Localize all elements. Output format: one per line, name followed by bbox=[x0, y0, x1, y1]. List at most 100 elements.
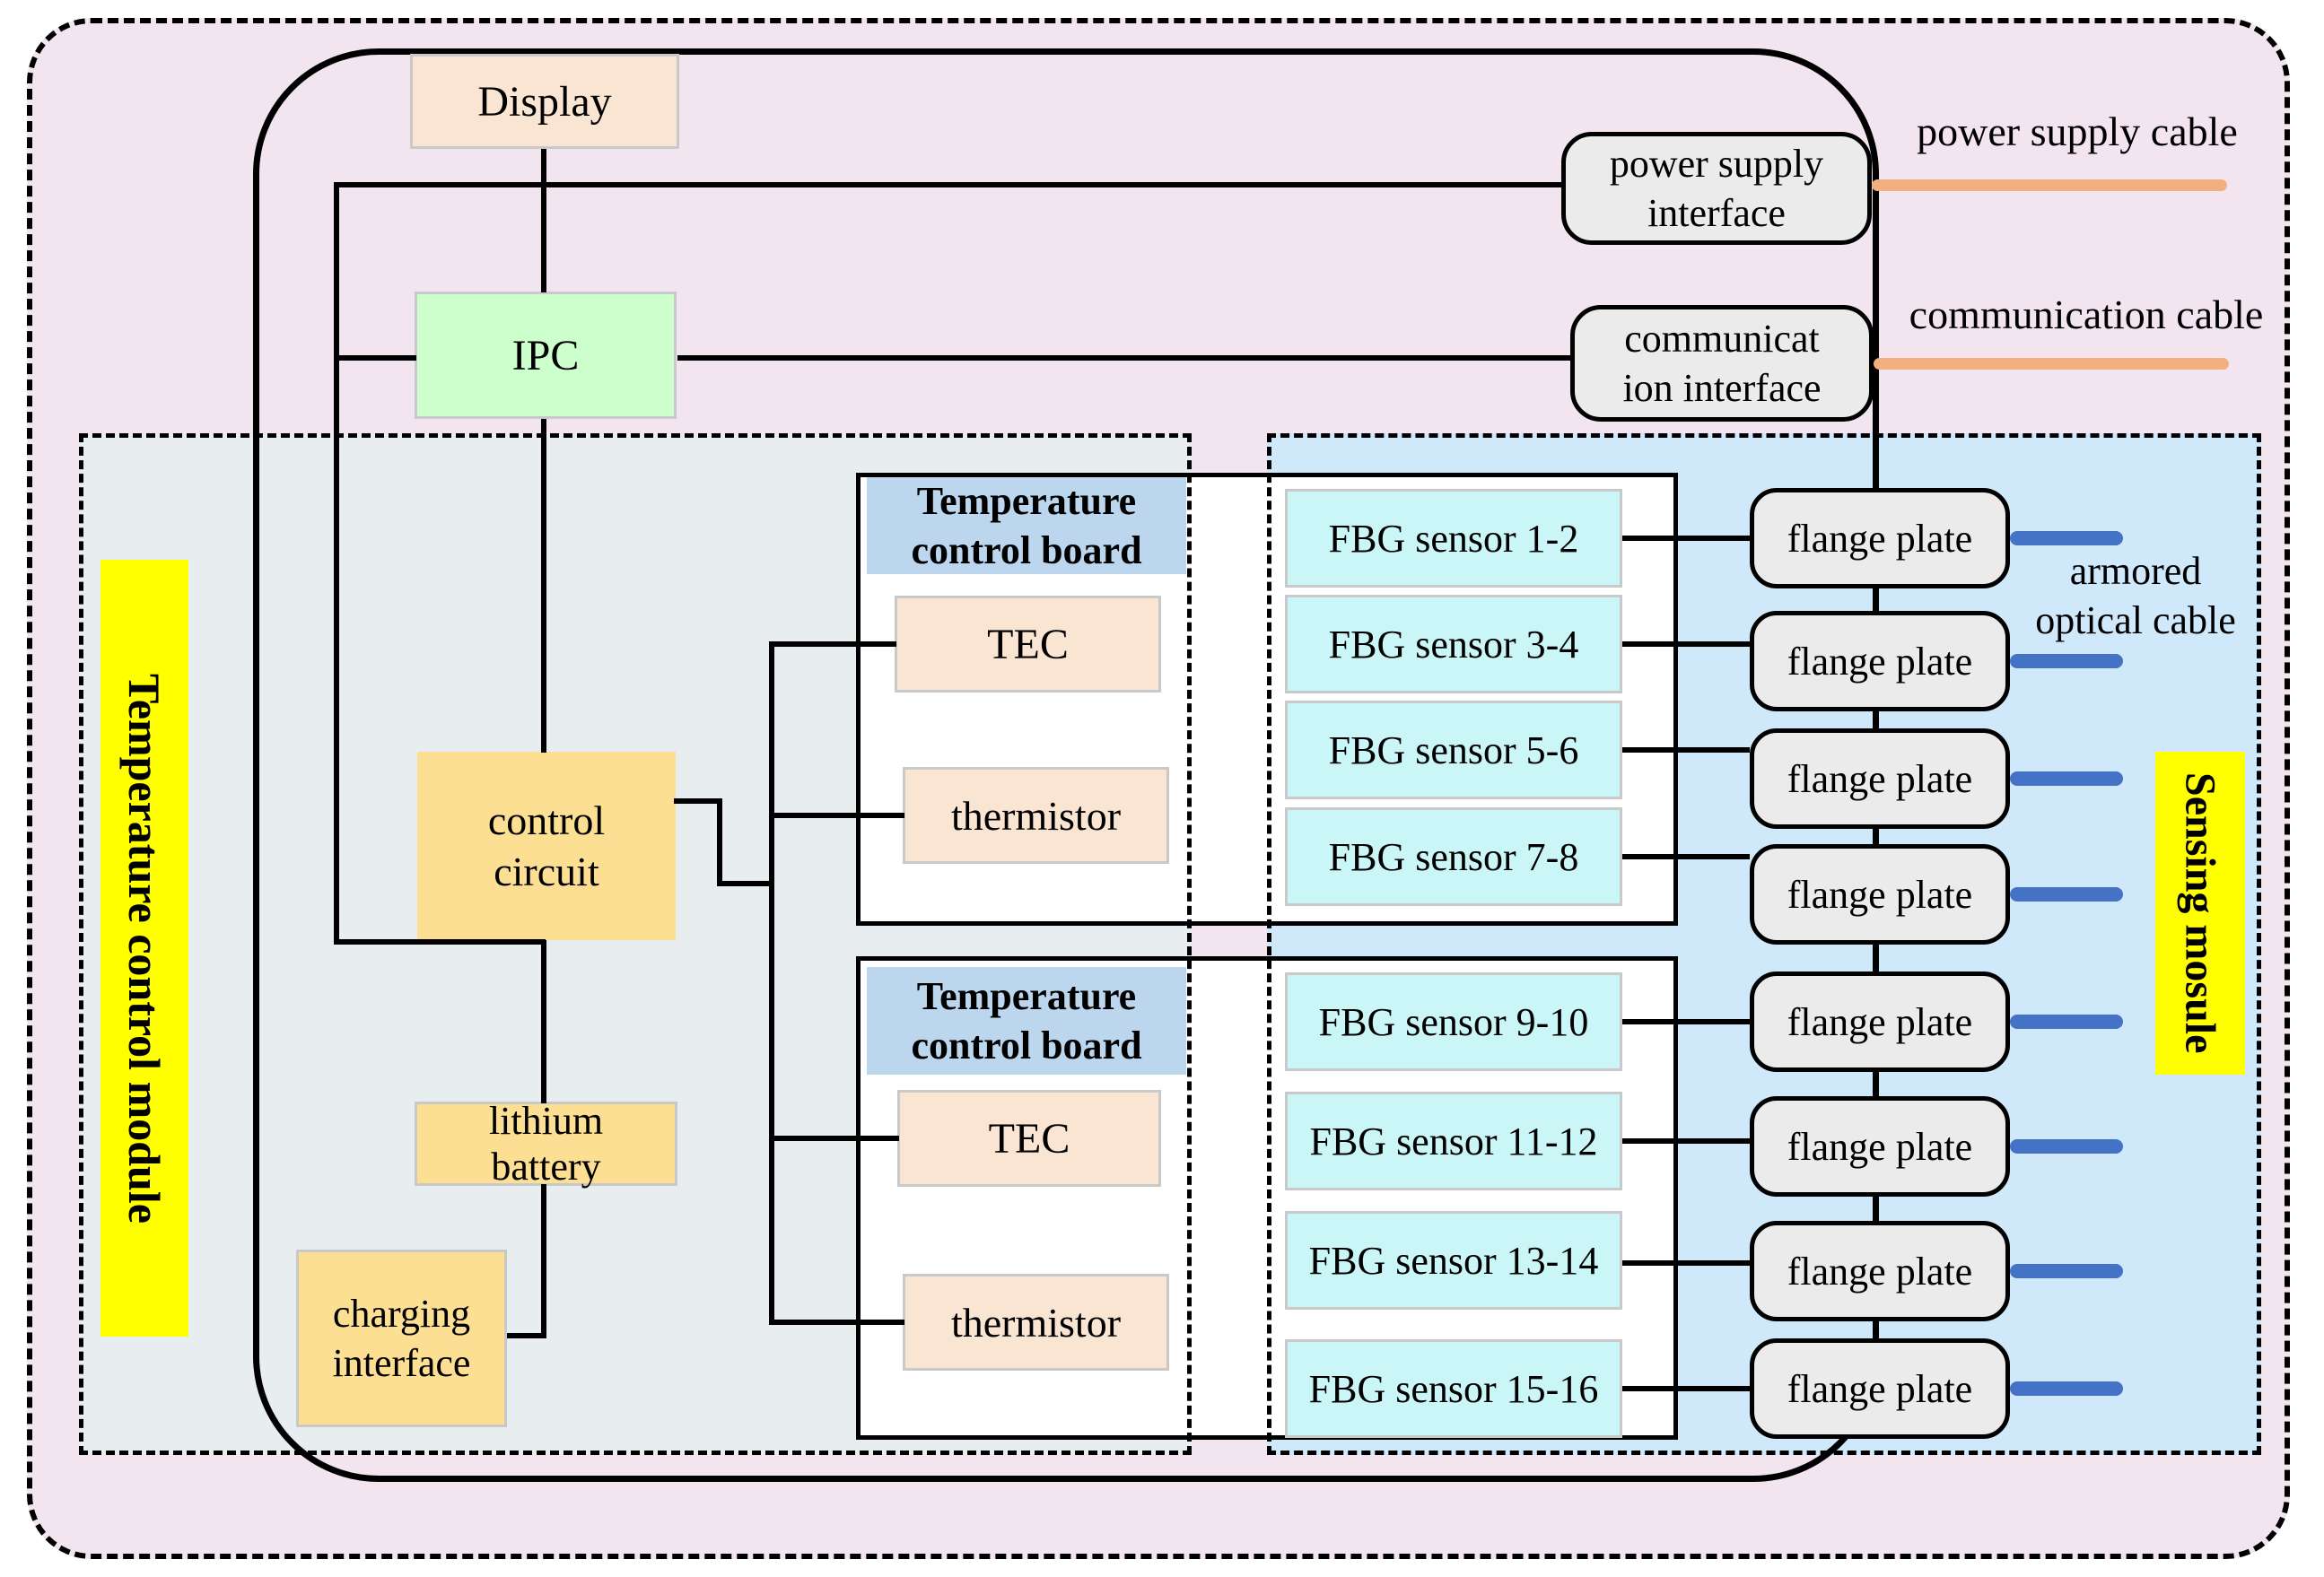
armored-optical-cable-text: armored optical cable bbox=[2035, 549, 2236, 642]
fbg-15-16-label: FBG sensor 15-16 bbox=[1308, 1366, 1599, 1411]
board1-title: Temperature control board bbox=[867, 477, 1186, 574]
connector-fbg5-flange bbox=[1622, 1019, 1750, 1024]
ipc-node: IPC bbox=[415, 292, 677, 419]
communication-cable-text: communication cable bbox=[1909, 291, 2264, 337]
board1-thermistor-label: thermistor bbox=[950, 792, 1122, 839]
flange-plate-7: flange plate bbox=[1750, 1221, 2010, 1321]
connector-branch-tec1 bbox=[769, 641, 896, 647]
armored-cable-stub-8 bbox=[2010, 1381, 2123, 1396]
power-supply-cable-text: power supply cable bbox=[1917, 108, 2238, 154]
connector-display-ipc bbox=[541, 149, 546, 292]
connector-fbg3-flange bbox=[1622, 747, 1750, 753]
power-supply-interface-node: power supply interface bbox=[1561, 132, 1872, 245]
display-label: Display bbox=[477, 77, 612, 126]
fbg-sensor-9-10: FBG sensor 9-10 bbox=[1285, 972, 1622, 1071]
flange-4-label: flange plate bbox=[1787, 872, 1973, 917]
armored-cable-stub-7 bbox=[2010, 1264, 2123, 1278]
flange-7-label: flange plate bbox=[1787, 1249, 1973, 1294]
power-supply-interface-label: power supply interface bbox=[1609, 142, 1824, 235]
connector-fbg1-flange bbox=[1622, 536, 1750, 541]
connector-branch-thermistor2 bbox=[769, 1320, 904, 1325]
fbg-5-6-label: FBG sensor 5-6 bbox=[1328, 728, 1579, 772]
armored-cable-stub-1 bbox=[2010, 531, 2123, 545]
fbg-13-14-label: FBG sensor 13-14 bbox=[1308, 1238, 1599, 1283]
temperature-module-label-text: Temperature control module bbox=[119, 673, 170, 1224]
fbg-9-10-label: FBG sensor 9-10 bbox=[1318, 999, 1589, 1044]
board2-title-text: Temperature control board bbox=[911, 974, 1142, 1067]
connector-charging-elbow bbox=[507, 1333, 543, 1338]
fbg-11-12-label: FBG sensor 11-12 bbox=[1309, 1119, 1598, 1163]
connector-ipc-communication bbox=[677, 355, 1570, 361]
connector-battery-down bbox=[541, 1184, 546, 1338]
flange-plate-5: flange plate bbox=[1750, 971, 2010, 1072]
board1-thermistor-node: thermistor bbox=[903, 767, 1169, 864]
flange-plate-6: flange plate bbox=[1750, 1096, 2010, 1197]
communication-cable-line bbox=[1874, 358, 2229, 370]
armored-cable-stub-4 bbox=[2010, 887, 2123, 902]
connector-fbg2-flange bbox=[1622, 641, 1750, 647]
connector-branch-tec2 bbox=[769, 1136, 899, 1141]
flange-plate-2: flange plate bbox=[1750, 611, 2010, 711]
power-supply-cable-label: power supply cable bbox=[1893, 106, 2261, 156]
flange-plate-1: flange plate bbox=[1750, 488, 2010, 588]
flange-8-label: flange plate bbox=[1787, 1366, 1973, 1411]
connector-left-bus-vertical bbox=[334, 182, 339, 945]
connector-power-interface-horizontal bbox=[334, 182, 1561, 187]
flange-plate-8: flange plate bbox=[1750, 1338, 2010, 1439]
board2-title: Temperature control board bbox=[867, 967, 1186, 1075]
armored-cable-stub-6 bbox=[2010, 1139, 2123, 1154]
fbg-1-2-label: FBG sensor 1-2 bbox=[1328, 516, 1579, 561]
control-circuit-node: control circuit bbox=[417, 752, 676, 940]
board2-tec-label: TEC bbox=[988, 1114, 1070, 1163]
connector-left-bus-bottom bbox=[334, 939, 546, 945]
armored-cable-stub-5 bbox=[2010, 1015, 2123, 1029]
control-circuit-label: control circuit bbox=[487, 797, 606, 895]
sensing-module-label-text: Sensing mosule bbox=[2176, 772, 2224, 1054]
fbg-sensor-11-12: FBG sensor 11-12 bbox=[1285, 1092, 1622, 1190]
board1-tec-node: TEC bbox=[895, 596, 1161, 693]
flange-3-label: flange plate bbox=[1787, 756, 1973, 801]
fbg-3-4-label: FBG sensor 3-4 bbox=[1328, 622, 1579, 667]
board2-thermistor-node: thermistor bbox=[903, 1274, 1169, 1371]
ipc-label: IPC bbox=[511, 331, 580, 379]
flange-plate-3: flange plate bbox=[1750, 728, 2010, 829]
communication-interface-label: communicat ion interface bbox=[1622, 317, 1822, 410]
connector-cc-step-1 bbox=[674, 798, 722, 804]
sensing-module-label: Sensing mosule bbox=[2155, 752, 2245, 1075]
temperature-module-dashed-border bbox=[79, 433, 1192, 1455]
power-supply-cable-line bbox=[1872, 179, 2227, 191]
board2-tec-node: TEC bbox=[897, 1090, 1161, 1187]
fbg-sensor-15-16: FBG sensor 15-16 bbox=[1285, 1339, 1622, 1438]
charging-interface-label: charging interface bbox=[332, 1292, 471, 1385]
communication-cable-label: communication cable bbox=[1889, 289, 2284, 339]
armored-cable-stub-3 bbox=[2010, 771, 2123, 786]
fbg-sensor-5-6: FBG sensor 5-6 bbox=[1285, 701, 1622, 799]
connector-branch-thermistor1 bbox=[769, 813, 904, 818]
flange-1-label: flange plate bbox=[1787, 516, 1973, 561]
fbg-sensor-1-2: FBG sensor 1-2 bbox=[1285, 489, 1622, 588]
connector-fbg8-flange bbox=[1622, 1386, 1750, 1391]
flange-plate-4: flange plate bbox=[1750, 844, 2010, 945]
connector-cc-step-2 bbox=[717, 798, 722, 886]
board1-tec-label: TEC bbox=[987, 620, 1069, 668]
display-node: Display bbox=[410, 54, 679, 149]
fbg-7-8-label: FBG sensor 7-8 bbox=[1328, 834, 1579, 879]
fbg-sensor-7-8: FBG sensor 7-8 bbox=[1285, 807, 1622, 906]
armored-optical-cable-label: armored optical cable bbox=[2010, 544, 2261, 648]
communication-interface-node: communicat ion interface bbox=[1570, 305, 1874, 422]
charging-interface-node: charging interface bbox=[296, 1250, 507, 1427]
fbg-sensor-3-4: FBG sensor 3-4 bbox=[1285, 595, 1622, 693]
flange-6-label: flange plate bbox=[1787, 1124, 1973, 1169]
armored-cable-stub-2 bbox=[2010, 654, 2123, 668]
connector-tec-bus bbox=[769, 641, 774, 1325]
flange-5-label: flange plate bbox=[1787, 999, 1973, 1044]
board2-thermistor-label: thermistor bbox=[950, 1299, 1122, 1346]
connector-control-circuit-battery bbox=[541, 940, 546, 1103]
lithium-battery-node: lithium battery bbox=[415, 1099, 677, 1189]
board1-title-text: Temperature control board bbox=[911, 479, 1142, 572]
connector-ipc-left bbox=[334, 355, 416, 361]
connector-fbg7-flange bbox=[1622, 1260, 1750, 1266]
flange-2-label: flange plate bbox=[1787, 639, 1973, 684]
connector-fbg6-flange bbox=[1622, 1138, 1750, 1144]
